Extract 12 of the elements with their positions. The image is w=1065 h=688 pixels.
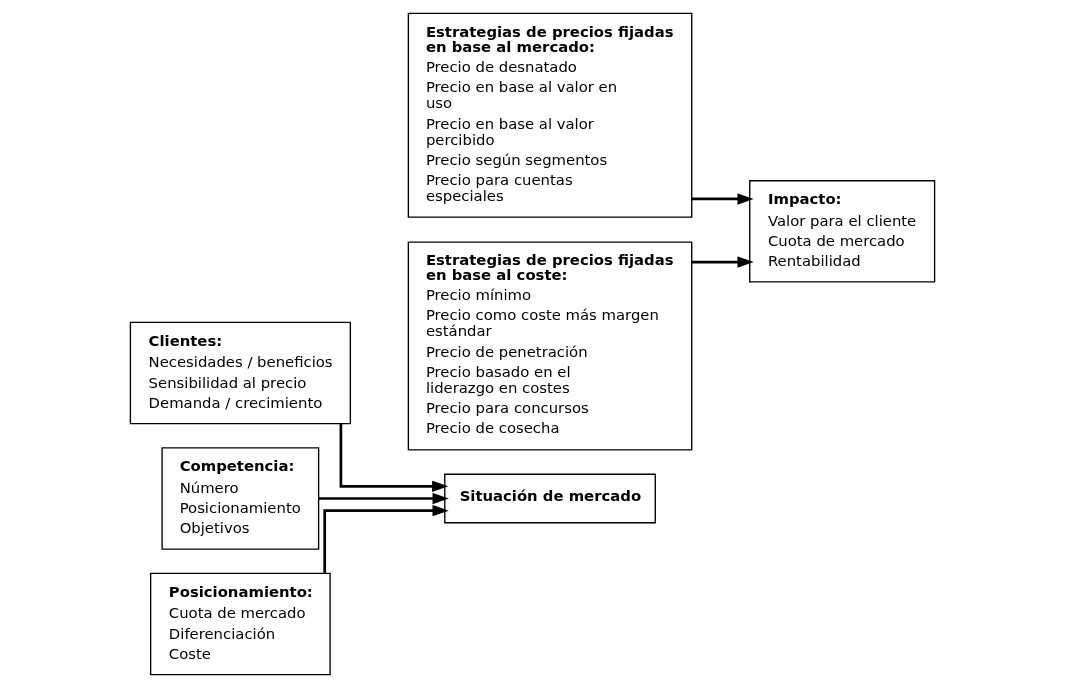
arrow bbox=[691, 193, 754, 205]
node-box: Clientes: Necesidades / beneficios Sensibilidad al precio Demanda / crecimiento bbox=[129, 321, 351, 425]
arrow bbox=[339, 423, 449, 493]
node-box: Estrategias de precios fijadas en base al coste: Precio mínimo Precio como coste más margen estándar Precio de penetración Precio basado en el liderazgo en costes Precio para concursos Precio de cosecha bbox=[407, 241, 693, 451]
node-box: Situación de mercado bbox=[444, 473, 656, 524]
node-box: Competencia: Número Posicionamiento Objetivos bbox=[161, 447, 320, 550]
node-box: Estrategias de precios fijadas en base al mercado: Precio de desnatado Precio en base al valor en uso Precio en base al valor percibido Precio según segmentos Precio para cuentas especiales bbox=[407, 12, 693, 218]
arrow bbox=[323, 504, 449, 574]
node-box: Posicionamiento: Cuota de mercado Diferenciación Coste bbox=[149, 572, 331, 676]
arrow bbox=[691, 256, 754, 268]
node-box: Impacto: Valor para el cliente Cuota de mercado Rentabilidad bbox=[749, 180, 936, 283]
arrow bbox=[318, 492, 449, 505]
